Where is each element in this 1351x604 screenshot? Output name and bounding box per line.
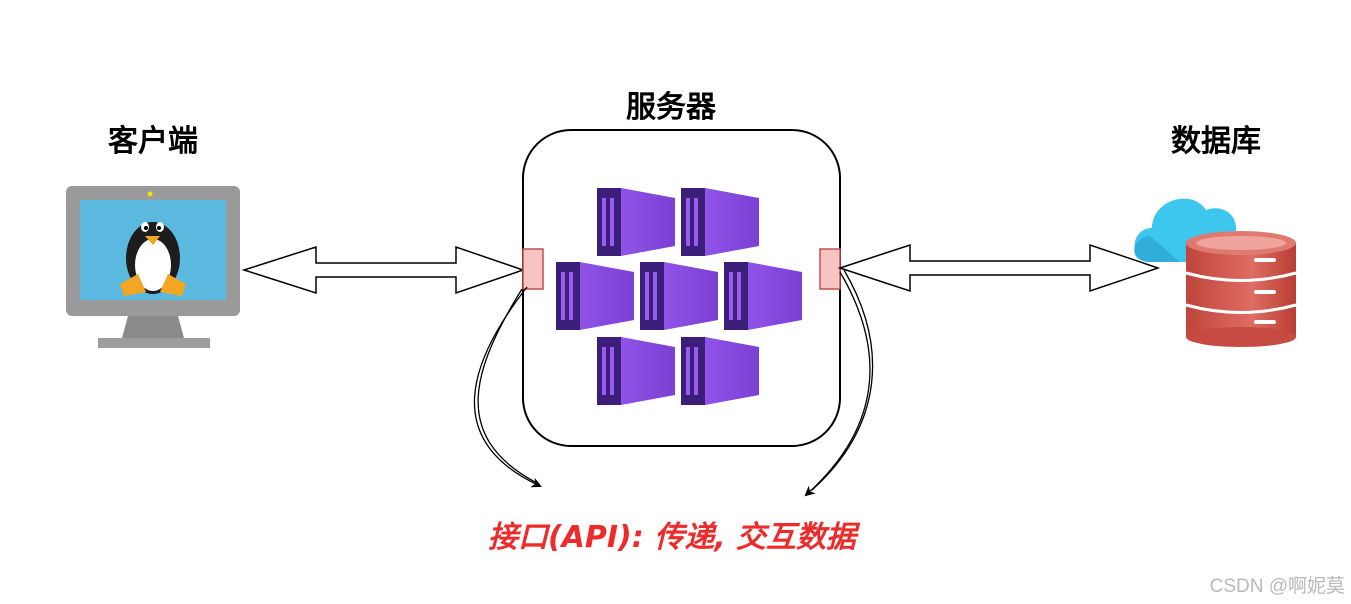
server-port-right <box>819 248 841 290</box>
container-icon <box>640 262 718 330</box>
api-caption: 接口(API): 传递, 交互数据 <box>487 520 857 555</box>
container-icon <box>724 262 802 330</box>
server-port-left <box>522 248 544 290</box>
database-label: 数据库 <box>1171 124 1261 159</box>
client-label: 客户端 <box>108 124 198 159</box>
client-server-double-arrow <box>241 245 526 295</box>
container-icon <box>556 262 634 330</box>
container-icon <box>597 337 675 405</box>
watermark: CSDN @啊妮莫 <box>1209 576 1345 597</box>
container-icon <box>597 188 675 256</box>
server-database-double-arrow <box>837 243 1161 293</box>
container-icon <box>681 337 759 405</box>
container-icon <box>681 188 759 256</box>
api-curved-arrows <box>473 269 874 497</box>
server-label: 服务器 <box>626 90 716 125</box>
cloud-database-icon <box>1134 198 1297 347</box>
linux-computer-icon <box>66 186 240 348</box>
container-icon-grid <box>556 188 802 405</box>
